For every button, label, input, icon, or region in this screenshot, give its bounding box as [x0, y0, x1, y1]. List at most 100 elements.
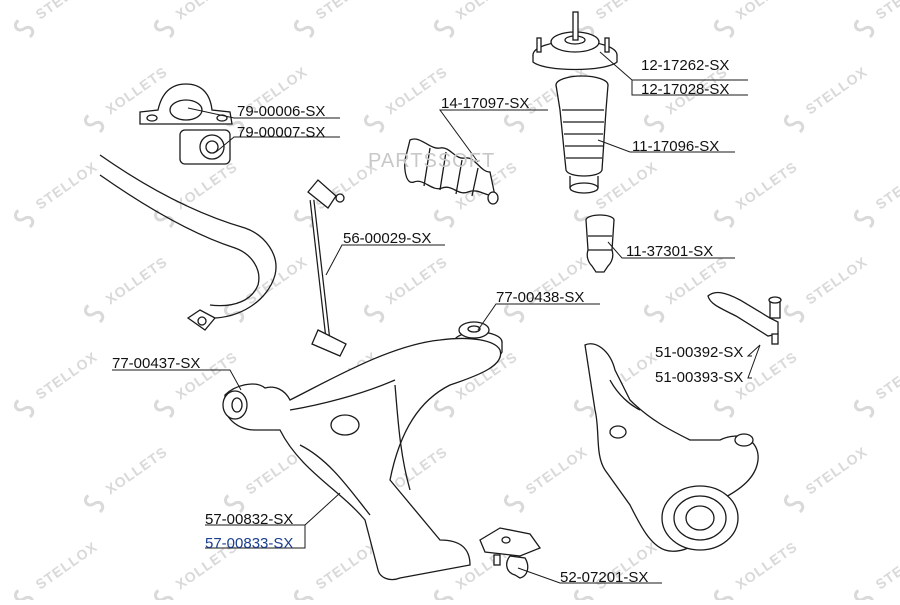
label-79-00006-sx: 79-00006-SX — [237, 103, 326, 120]
watermark-text: STELLOX — [313, 0, 381, 22]
watermark-tile: XOLLETS — [364, 253, 451, 324]
watermark-tile: STELLOX — [14, 538, 101, 605]
watermark-tile: XOLLETS — [714, 0, 801, 39]
watermark-tile: STELLOX — [784, 63, 871, 134]
watermark-tile: XOLLETS — [644, 63, 730, 134]
watermark-logo-mark — [294, 19, 315, 39]
watermark-logo-mark — [644, 114, 665, 134]
watermark-logo-mark — [14, 19, 35, 39]
watermark-logo-mark — [154, 589, 175, 605]
watermark-text: STELLOX — [873, 538, 900, 592]
watermark-tile: STELLOX — [784, 443, 871, 514]
watermark-text: STELLOX — [313, 538, 381, 592]
watermark-tile: STELLOX — [854, 538, 900, 605]
label-77-00437-sx: 77-00437-SX — [112, 355, 201, 372]
watermark-logo-mark — [84, 494, 105, 514]
watermark-logo-mark — [434, 19, 455, 39]
watermark-logo-mark — [154, 399, 175, 419]
watermark-text: STELLOX — [33, 158, 101, 212]
watermark-logo-mark — [84, 304, 105, 324]
label-56-00029-sx: 56-00029-SX — [343, 230, 432, 247]
watermark-logo-mark — [854, 209, 875, 229]
watermark-overlay-text: PARTSSOFT — [368, 150, 496, 172]
watermark-logo-mark — [574, 589, 595, 605]
watermark-tile: STELLOX — [784, 253, 870, 324]
watermark-logo-mark — [504, 114, 525, 134]
watermark-layer: STELLOXXOLLETSSTELLOXXOLLETSSTELLOXXOLLE… — [14, 0, 900, 605]
watermark-logo-mark — [224, 304, 245, 324]
label-11-17096-sx: 11-17096-SX — [632, 138, 720, 155]
watermark-logo-mark — [714, 589, 735, 605]
label-51-00393-sx: 51-00393-SX — [655, 369, 744, 386]
label-57-00833-sx: 57-00833-SX — [205, 535, 294, 552]
watermark-logo-mark — [784, 304, 805, 324]
label-79-00007-sx: 79-00007-SX — [237, 124, 326, 141]
watermark-logo-mark — [854, 589, 875, 605]
watermark-tile: STELLOX — [294, 0, 381, 39]
label-77-00438-sx: 77-00438-SX — [496, 289, 585, 306]
watermark-text: STELLOX — [873, 0, 900, 22]
watermark-tile: STELLOX — [854, 0, 900, 39]
tie-rod-end-drawing — [707, 291, 782, 345]
label-51-00392-sx: 51-00392-SX — [655, 344, 744, 361]
watermark-logo-mark — [854, 19, 875, 39]
watermark-logo-mark — [294, 589, 315, 605]
watermark-tile: XOLLETS — [714, 158, 801, 229]
watermark-text: XOLLETS — [733, 158, 801, 212]
watermark-text: XOLLETS — [383, 253, 451, 307]
watermark-tile: STELLOX — [14, 0, 101, 39]
watermark-text: STELLOX — [33, 0, 101, 22]
watermark-logo-mark — [14, 399, 35, 419]
bushing-bracket-drawing — [139, 83, 233, 125]
stabilizer-bar-drawing — [99, 154, 277, 331]
watermark-logo-mark — [714, 209, 735, 229]
watermark-logo-mark — [154, 209, 175, 229]
label-12-17262-sx: 12-17262-SX — [641, 57, 730, 74]
watermark-tile: XOLLETS — [434, 0, 521, 39]
watermark-text: XOLLETS — [733, 0, 801, 22]
watermark-logo-mark — [434, 209, 455, 229]
watermark-tile: STELLOX — [854, 348, 900, 419]
steering-boot-drawing — [404, 138, 499, 205]
watermark-tile: STELLOX — [14, 348, 100, 419]
watermark-logo-mark — [504, 494, 525, 514]
watermark-text: XOLLETS — [103, 253, 171, 307]
stabilizer-link-drawing — [307, 179, 347, 357]
watermark-logo-mark — [644, 304, 665, 324]
watermark-tile: STELLOX — [854, 158, 900, 229]
watermark-logo-mark — [84, 114, 105, 134]
watermark-tile: XOLLETS — [84, 253, 171, 324]
watermark-tile: STELLOX — [14, 158, 101, 229]
watermark-tile: STELLOX — [294, 538, 381, 605]
watermark-tile: XOLLETS — [84, 443, 170, 514]
leader-lines — [112, 51, 761, 584]
watermark-tile: XOLLETS — [364, 63, 450, 134]
watermark-logo-mark — [714, 19, 735, 39]
watermark-text: STELLOX — [33, 538, 101, 592]
ball-joint-drawing — [479, 527, 542, 579]
watermark-tile: XOLLETS — [154, 0, 240, 39]
control-arm-drawing — [222, 337, 502, 581]
watermark-logo-mark — [364, 114, 385, 134]
watermark-logo-mark — [434, 589, 455, 605]
watermark-logo-mark — [504, 304, 525, 324]
label-11-37301-sx: 11-37301-SX — [626, 243, 714, 260]
watermark-text: STELLOX — [803, 63, 871, 117]
watermark-text: XOLLETS — [453, 0, 521, 22]
watermark-logo-mark — [574, 399, 595, 419]
watermark-text: STELLOX — [803, 443, 871, 497]
watermark-logo-mark — [854, 399, 875, 419]
watermark-text: XOLLETS — [733, 538, 801, 592]
watermark-logo-mark — [14, 209, 35, 229]
watermark-text: STELLOX — [593, 0, 661, 22]
watermark-logo-mark — [714, 399, 735, 419]
bushing-drawing — [179, 129, 231, 165]
watermark-logo-mark — [154, 19, 175, 39]
bump-stop-drawing — [585, 214, 615, 273]
watermark-text: STELLOX — [873, 348, 900, 402]
watermark-logo-mark — [364, 304, 385, 324]
watermark-logo-mark — [224, 494, 245, 514]
steering-knuckle-drawing — [584, 343, 759, 552]
